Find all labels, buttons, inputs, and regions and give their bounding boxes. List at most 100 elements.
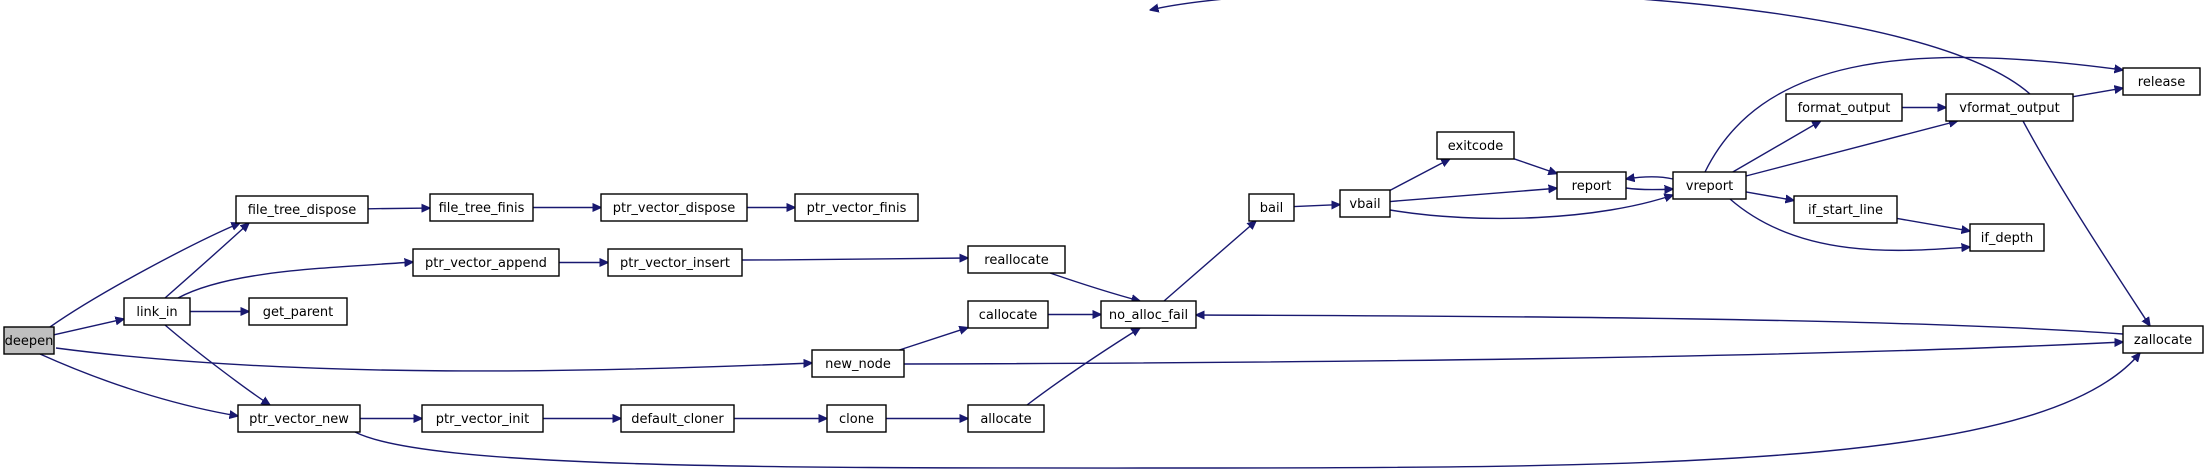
node-label: exitcode <box>1448 139 1504 154</box>
node-default_cloner[interactable]: default_cloner <box>620 404 735 433</box>
node-box[interactable] <box>967 245 1066 274</box>
node-vreport[interactable]: vreport <box>1672 171 1747 200</box>
edge-report-to-vreport <box>1625 188 1673 190</box>
node-label: default_cloner <box>631 412 724 427</box>
node-box[interactable] <box>2122 325 2204 354</box>
node-box[interactable] <box>1672 171 1747 200</box>
node-box[interactable] <box>1100 300 1197 329</box>
node-box[interactable] <box>235 195 369 224</box>
node-label: if_depth <box>1981 231 2034 246</box>
node-file_tree_finis[interactable]: file_tree_finis <box>429 193 534 222</box>
edge-vformat_output-to-reallocate <box>1150 0 2031 95</box>
node-label: zallocate <box>2134 333 2192 348</box>
edge-deepen-to-link_in <box>53 319 124 336</box>
edge-reallocate-to-no_alloc_fail <box>1049 272 1140 301</box>
node-box[interactable] <box>1945 93 2074 122</box>
edge-file_tree_dispose-to-file_tree_finis <box>367 208 430 209</box>
node-box[interactable] <box>429 193 534 222</box>
node-report[interactable]: report <box>1556 171 1627 200</box>
edge-zallocate-to-no_alloc_fail <box>1196 315 2124 335</box>
node-box[interactable] <box>607 248 743 277</box>
node-label: get_parent <box>263 305 333 320</box>
node-ptr_vector_dispose[interactable]: ptr_vector_dispose <box>600 193 748 222</box>
node-label: ptr_vector_finis <box>807 201 907 216</box>
node-box[interactable] <box>794 193 919 222</box>
node-label: vformat_output <box>1959 101 2059 116</box>
node-label: no_alloc_fail <box>1109 308 1188 323</box>
node-no_alloc_fail[interactable]: no_alloc_fail <box>1100 300 1197 329</box>
node-box[interactable] <box>967 300 1049 329</box>
node-if_depth[interactable]: if_depth <box>1969 223 2045 252</box>
node-link_in[interactable]: link_in <box>123 297 191 326</box>
node-box[interactable] <box>1339 189 1391 218</box>
node-exitcode[interactable]: exitcode <box>1436 131 1515 160</box>
node-new_node[interactable]: new_node <box>811 349 905 378</box>
node-box[interactable] <box>1556 171 1627 200</box>
edge-vreport-to-report <box>1626 177 1674 179</box>
node-label: reallocate <box>984 253 1048 268</box>
edge-bail-to-vbail <box>1293 205 1340 207</box>
node-format_output[interactable]: format_output <box>1785 93 1903 122</box>
edge-ptr_vector_new-to-zallocate <box>354 353 2140 469</box>
node-vformat_output[interactable]: vformat_output <box>1945 93 2074 122</box>
edge-exitcode-to-report <box>1513 158 1557 174</box>
edges-layer <box>39 0 2150 469</box>
edge-ptr_vector_insert-to-reallocate <box>741 258 968 260</box>
node-label: allocate <box>980 412 1031 427</box>
node-label: release <box>2138 75 2185 90</box>
node-allocate[interactable]: allocate <box>967 404 1045 433</box>
node-ptr_vector_new[interactable]: ptr_vector_new <box>237 404 361 433</box>
node-clone[interactable]: clone <box>826 404 887 433</box>
node-ptr_vector_finis[interactable]: ptr_vector_finis <box>794 193 919 222</box>
node-zallocate[interactable]: zallocate <box>2122 325 2204 354</box>
node-box[interactable] <box>123 297 191 326</box>
node-ptr_vector_init[interactable]: ptr_vector_init <box>421 404 544 433</box>
node-label: link_in <box>136 305 177 320</box>
edge-vbail-to-vreport <box>1389 195 1673 220</box>
edge-link_in-to-ptr_vector_append <box>177 262 413 299</box>
node-box[interactable] <box>2122 67 2201 96</box>
node-label: ptr_vector_new <box>249 412 349 427</box>
node-get_parent[interactable]: get_parent <box>248 297 348 326</box>
edge-vreport-to-format_output <box>1732 121 1821 173</box>
edge-deepen-to-file_tree_dispose <box>49 223 240 328</box>
node-label: if_start_line <box>1808 203 1883 218</box>
node-box[interactable] <box>248 297 348 326</box>
node-label: vbail <box>1349 197 1380 212</box>
node-label: report <box>1572 179 1612 194</box>
node-box[interactable] <box>421 404 544 433</box>
node-label: ptr_vector_insert <box>620 256 730 271</box>
node-box[interactable] <box>1969 223 2045 252</box>
edge-no_alloc_fail-to-bail <box>1163 221 1256 302</box>
node-if_start_line[interactable]: if_start_line <box>1793 195 1898 224</box>
node-bail[interactable]: bail <box>1248 193 1295 222</box>
node-box[interactable] <box>1785 93 1903 122</box>
node-reallocate[interactable]: reallocate <box>967 245 1066 274</box>
node-box[interactable] <box>1793 195 1898 224</box>
node-box[interactable] <box>600 193 748 222</box>
node-box[interactable] <box>967 404 1045 433</box>
node-box[interactable] <box>826 404 887 433</box>
node-box[interactable] <box>620 404 735 433</box>
node-release[interactable]: release <box>2122 67 2201 96</box>
node-vbail[interactable]: vbail <box>1339 189 1391 218</box>
node-file_tree_dispose[interactable]: file_tree_dispose <box>235 195 369 224</box>
node-label: vreport <box>1686 179 1733 194</box>
node-box[interactable] <box>237 404 361 433</box>
node-label: ptr_vector_dispose <box>613 201 736 216</box>
node-ptr_vector_append[interactable]: ptr_vector_append <box>412 248 560 277</box>
node-box[interactable] <box>3 326 55 355</box>
node-ptr_vector_insert[interactable]: ptr_vector_insert <box>607 248 743 277</box>
edge-allocate-to-no_alloc_fail <box>1026 328 1140 406</box>
node-callocate[interactable]: callocate <box>967 300 1049 329</box>
node-box[interactable] <box>1248 193 1295 222</box>
edge-new_node-to-callocate <box>899 328 968 351</box>
node-deepen[interactable]: deepen <box>3 326 55 355</box>
node-box[interactable] <box>1436 131 1515 160</box>
node-box[interactable] <box>811 349 905 378</box>
node-box[interactable] <box>412 248 560 277</box>
node-label: new_node <box>825 357 891 372</box>
edge-deepen-to-new_node <box>55 347 812 372</box>
node-label: clone <box>839 412 874 427</box>
